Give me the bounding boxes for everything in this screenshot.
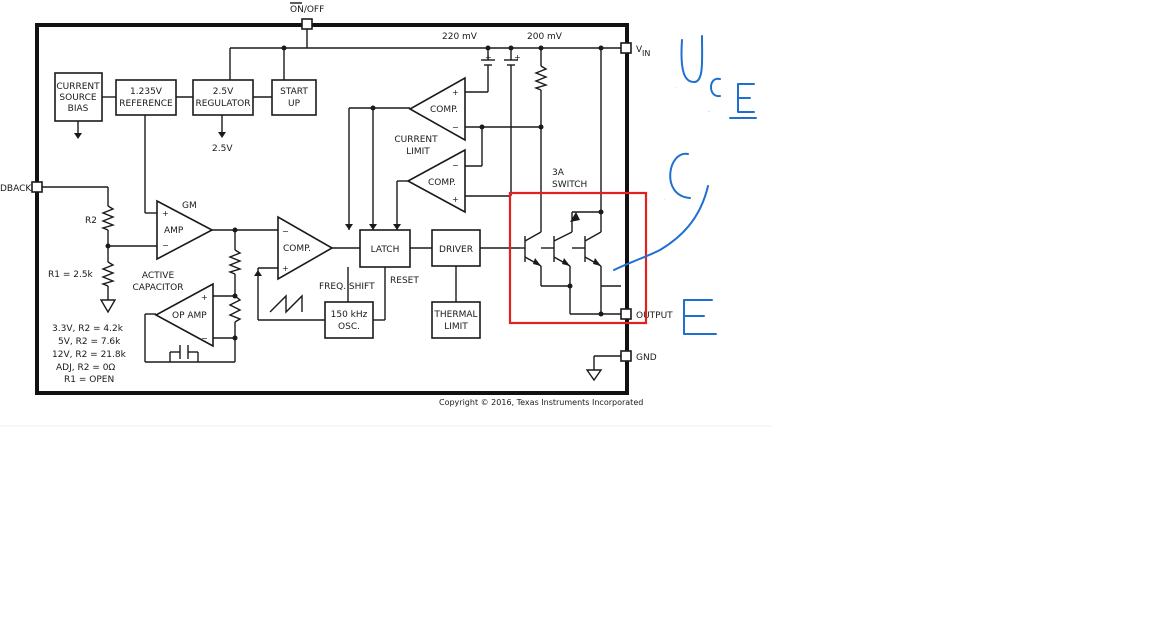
svg-text:CE: CE <box>708 111 710 113</box>
svg-text:+: + <box>452 88 459 97</box>
svg-text:+: + <box>282 264 289 273</box>
pin-feedback: DBACK <box>0 181 43 194</box>
svg-text:+: + <box>201 293 208 302</box>
svg-text:REGULATOR: REGULATOR <box>195 99 250 109</box>
svg-text:+: + <box>162 209 169 218</box>
chip-outline <box>35 23 629 395</box>
svg-text:R1 = OPEN: R1 = OPEN <box>64 375 114 385</box>
label-switch-1: 3A <box>552 168 565 178</box>
pin-vin-label: V <box>636 45 643 55</box>
block-comp-current-top: + − COMP. <box>408 76 466 142</box>
block-pwm-comparator: − + COMP. <box>277 215 334 281</box>
label-current-2: LIMIT <box>406 147 430 157</box>
svg-text:−: − <box>452 123 459 132</box>
svg-text:DRIVER: DRIVER <box>439 245 473 255</box>
pin-gnd: GND <box>620 350 657 363</box>
label-reset: RESET <box>390 276 419 286</box>
pin-feedback-label: DBACK <box>0 184 32 194</box>
label-220mv: 220 mV <box>442 32 478 42</box>
label-active-1: ACTIVE <box>142 271 175 281</box>
block-reference: 1.235V REFERENCE <box>115 79 177 116</box>
resistor-options: 3.3V, R2 = 4.2k 5V, R2 = 7.6k 12V, R2 = … <box>52 324 127 385</box>
block-driver: DRIVER <box>431 229 481 267</box>
ground-symbols <box>99 299 603 382</box>
svg-text:150 kHz: 150 kHz <box>331 310 368 320</box>
svg-text:OP AMP: OP AMP <box>172 311 207 321</box>
svg-text:REFERENCE: REFERENCE <box>119 99 173 109</box>
copyright-note: Copyright © 2016, Texas Instruments Inco… <box>439 398 643 407</box>
pin-vin-sub: IN <box>642 49 650 58</box>
label-gm: GM <box>182 201 197 211</box>
block-thermal-limit: THERMAL LIMIT <box>431 301 481 339</box>
wires <box>42 29 621 370</box>
svg-text:C: C <box>664 199 665 201</box>
voltage-cells: + + <box>481 53 521 75</box>
svg-text:1.235V: 1.235V <box>130 87 163 97</box>
svg-text:SOURCE: SOURCE <box>59 93 96 103</box>
pin-output-label: OUTPUT <box>636 311 673 321</box>
label-2-5v: 2.5V <box>212 144 233 154</box>
ramp-waveform <box>269 294 303 314</box>
block-op-amp: + − OP AMP <box>154 282 214 348</box>
svg-text:BIAS: BIAS <box>68 104 89 114</box>
svg-text:COMP.: COMP. <box>283 244 311 254</box>
block-current-source-bias: CURRENT SOURCE BIAS <box>54 72 103 122</box>
svg-text:+: + <box>514 53 521 62</box>
label-current-1: CURRENT <box>394 135 438 145</box>
block-gm-amp: + − AMP GM <box>156 199 214 261</box>
block-comp-current-bottom: − + COMP. <box>406 148 466 214</box>
svg-text:+: + <box>485 53 492 62</box>
block-oscillator: 150 kHz OSC. <box>324 301 374 339</box>
svg-text:3.3V, R2 = 4.2k: 3.3V, R2 = 4.2k <box>52 324 124 334</box>
pin-on-off-label: ON/OFF <box>290 5 324 15</box>
svg-text:+: + <box>452 195 459 204</box>
svg-text:12V, R2 = 21.8k: 12V, R2 = 21.8k <box>52 350 127 360</box>
svg-text:2.5V: 2.5V <box>213 87 234 97</box>
svg-text:−: − <box>452 161 459 170</box>
block-latch: LATCH <box>359 229 411 268</box>
label-freq-shift: FREQ. SHIFT <box>319 282 375 292</box>
svg-text:AMP: AMP <box>164 226 184 236</box>
svg-text:COMP.: COMP. <box>430 105 458 115</box>
label-r1: R1 = 2.5k <box>48 270 94 280</box>
svg-text:UP: UP <box>288 99 301 109</box>
svg-text:ADJ, R2 = 0Ω: ADJ, R2 = 0Ω <box>56 363 115 373</box>
block-start-up: START UP <box>271 79 317 116</box>
switch-transistors <box>520 231 602 267</box>
svg-text:LATCH: LATCH <box>371 245 400 255</box>
junctions <box>105 45 604 341</box>
svg-text:LIMIT: LIMIT <box>444 322 468 332</box>
label-r2: R2 <box>85 216 97 226</box>
svg-text:CURRENT: CURRENT <box>56 82 100 92</box>
resistors <box>100 65 549 323</box>
label-active-2: CAPACITOR <box>132 283 183 293</box>
handwritten-annotations: U CE C E <box>613 35 757 339</box>
svg-text:5V, R2 = 7.6k: 5V, R2 = 7.6k <box>58 337 121 347</box>
label-switch-2: SWITCH <box>552 180 587 190</box>
pin-gnd-label: GND <box>636 353 657 363</box>
svg-text:−: − <box>162 241 169 250</box>
svg-text:START: START <box>280 87 308 97</box>
svg-text:−: − <box>282 227 289 236</box>
svg-text:OSC.: OSC. <box>338 322 360 332</box>
svg-text:−: − <box>201 334 208 343</box>
svg-text:THERMAL: THERMAL <box>433 310 477 320</box>
arrowheads <box>74 132 601 276</box>
svg-text:E: E <box>682 337 683 339</box>
label-200mv: 200 mV <box>527 32 563 42</box>
block-regulator: 2.5V REGULATOR <box>192 79 254 116</box>
highlight-box <box>508 191 648 325</box>
svg-text:U: U <box>676 87 677 89</box>
svg-text:COMP.: COMP. <box>428 178 456 188</box>
